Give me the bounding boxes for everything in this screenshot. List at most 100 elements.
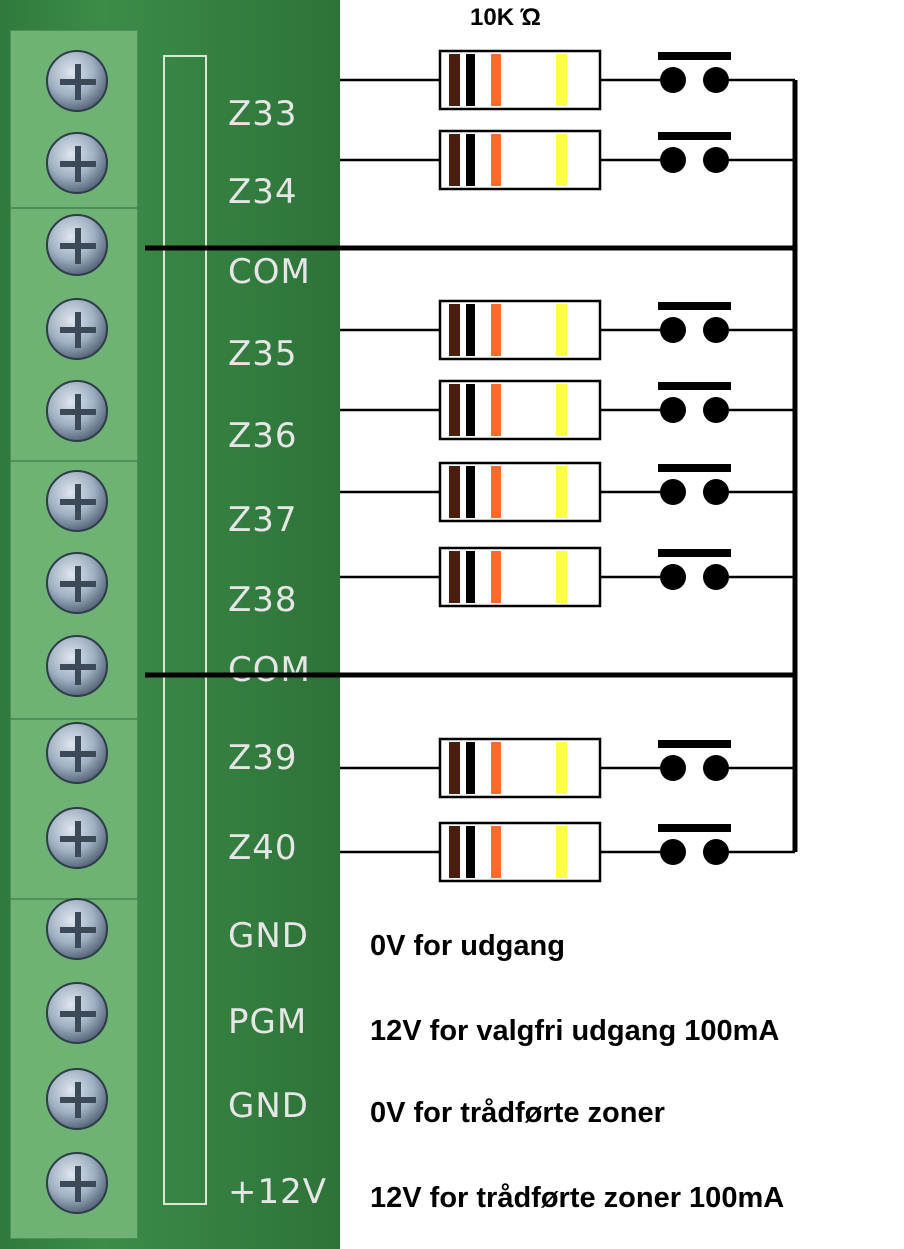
resistor <box>438 129 602 191</box>
resistor <box>438 546 602 608</box>
resistor-band <box>491 826 501 878</box>
screw-terminal <box>46 470 108 532</box>
screw-terminal <box>46 1068 108 1130</box>
resistor-band <box>449 384 460 436</box>
switch-contact <box>703 317 729 343</box>
resistor-band <box>491 304 501 356</box>
switch-contact <box>660 317 686 343</box>
resistor-band <box>466 54 475 106</box>
switch-contact <box>660 397 686 423</box>
resistor-band <box>449 304 460 356</box>
resistor-band <box>556 134 567 186</box>
switch-actuator <box>658 52 731 60</box>
terminal-label-z40: Z40 <box>228 828 298 868</box>
terminal-label-z34: Z34 <box>228 172 298 212</box>
terminal-label-gnd: GND <box>228 916 309 956</box>
resistor-band <box>556 304 567 356</box>
resistor-value-label: 10K Ώ <box>470 4 541 31</box>
resistor <box>438 379 602 441</box>
resistor-band <box>556 466 567 518</box>
note-gnd-output: 0V for udgang <box>370 930 565 962</box>
resistor-band <box>466 134 475 186</box>
switch-contact <box>703 755 729 781</box>
terminal-label-12v: +12V <box>228 1172 328 1212</box>
switch-contact <box>703 839 729 865</box>
resistor <box>438 49 602 111</box>
switch-actuator <box>658 382 731 390</box>
screw-terminal <box>46 552 108 614</box>
switch-contact <box>703 564 729 590</box>
resistor-band <box>491 384 501 436</box>
resistor <box>438 299 602 361</box>
switch-contact <box>660 67 686 93</box>
resistor-band <box>449 742 460 794</box>
switch-contact <box>703 397 729 423</box>
terminal-label-z33: Z33 <box>228 94 298 134</box>
resistor-band <box>466 826 475 878</box>
screw-terminal <box>46 214 108 276</box>
resistor-band <box>556 742 567 794</box>
note-12v-zones: 12V for trådførte zoner 100mA <box>370 1182 785 1214</box>
resistor <box>438 461 602 523</box>
switch-contact <box>703 479 729 505</box>
terminal-label-z38: Z38 <box>228 580 298 620</box>
resistor-band <box>466 551 475 603</box>
resistor-band <box>491 551 501 603</box>
terminal-label-pgm: PGM <box>228 1002 308 1042</box>
terminal-label-com: COM <box>228 252 311 292</box>
screw-terminal <box>46 298 108 360</box>
note-pgm-output: 12V for valgfri udgang 100mA <box>370 1015 780 1047</box>
resistor-band <box>466 304 475 356</box>
screw-terminal <box>46 132 108 194</box>
zone-circuits <box>340 49 795 883</box>
switch-actuator <box>658 549 731 557</box>
resistor-band <box>491 134 501 186</box>
screw-terminal <box>46 898 108 960</box>
resistor-band <box>556 384 567 436</box>
resistor-band <box>556 826 567 878</box>
switch-contact <box>660 839 686 865</box>
terminal-label-z35: Z35 <box>228 334 298 374</box>
terminal-label-z39: Z39 <box>228 738 298 778</box>
switch-contact <box>703 67 729 93</box>
resistor-band <box>449 54 460 106</box>
switch-contact <box>660 479 686 505</box>
screw-terminal <box>46 1152 108 1214</box>
screw-terminal <box>46 635 108 697</box>
switch-contact <box>660 564 686 590</box>
silkscreen-frame <box>163 55 207 1205</box>
resistor-band <box>491 742 501 794</box>
terminal-label-gnd: GND <box>228 1086 309 1126</box>
resistor-band <box>449 826 460 878</box>
switch-actuator <box>658 824 731 832</box>
switch-contact <box>660 147 686 173</box>
resistor-band <box>449 551 460 603</box>
switch-actuator <box>658 464 731 472</box>
screw-terminal <box>46 807 108 869</box>
screw-terminal <box>46 722 108 784</box>
note-gnd-zones: 0V for trådførte zoner <box>370 1097 665 1129</box>
screw-terminal <box>46 50 108 112</box>
switch-actuator <box>658 302 731 310</box>
switch-contact <box>660 755 686 781</box>
switch-contact <box>703 147 729 173</box>
switch-actuator <box>658 740 731 748</box>
pcb-board-photo: Z33 Z34 COM Z35 Z36 Z37 Z38 COM Z39 Z40 … <box>0 0 340 1249</box>
terminal-label-z37: Z37 <box>228 500 298 540</box>
resistor-band <box>491 466 501 518</box>
switch-actuator <box>658 132 731 140</box>
resistor <box>438 821 602 883</box>
resistor-band <box>556 551 567 603</box>
resistor-band <box>556 54 567 106</box>
resistor-band <box>449 466 460 518</box>
resistor-band <box>466 466 475 518</box>
terminal-label-z36: Z36 <box>228 416 298 456</box>
resistor-band <box>466 384 475 436</box>
terminal-label-com: COM <box>228 650 311 690</box>
screw-terminal <box>46 982 108 1044</box>
resistor-band <box>466 742 475 794</box>
resistor-band <box>449 134 460 186</box>
resistor-band <box>491 54 501 106</box>
